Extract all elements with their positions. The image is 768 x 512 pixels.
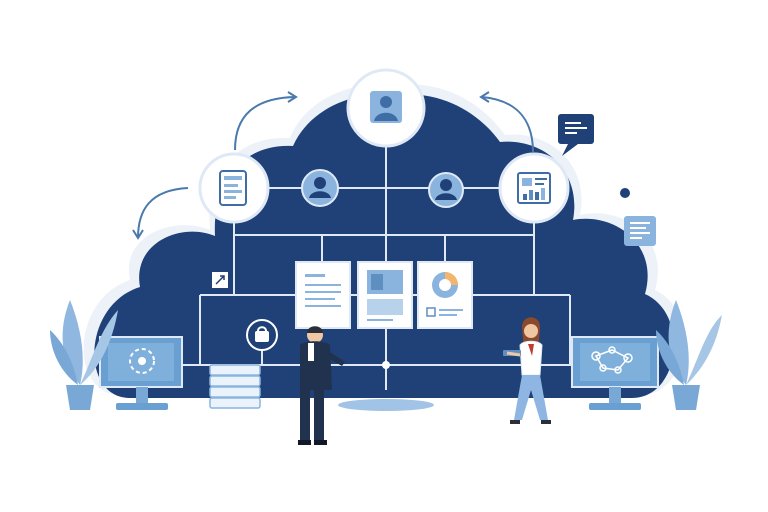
arrow-curve-top-right bbox=[481, 96, 534, 153]
plant-left bbox=[50, 300, 118, 410]
user-avatar-icon bbox=[370, 91, 402, 123]
avatar-left bbox=[301, 169, 339, 207]
dot-icon bbox=[620, 188, 630, 198]
arrow-head bbox=[287, 91, 298, 103]
node-analytics bbox=[498, 152, 570, 224]
lock-circle-icon bbox=[246, 319, 278, 351]
arrows bbox=[132, 91, 534, 240]
chat-bubble-icon bbox=[558, 114, 594, 156]
database-stack bbox=[209, 364, 261, 409]
arrow-curve-top-left bbox=[234, 96, 296, 151]
avatar-right bbox=[428, 172, 464, 208]
arrow-curve-left bbox=[137, 187, 189, 239]
arrow-head bbox=[479, 91, 490, 103]
node-user-profile bbox=[346, 68, 426, 148]
plant-right bbox=[656, 300, 722, 410]
monitor-left bbox=[99, 336, 183, 410]
node-tablet bbox=[198, 152, 270, 224]
arrow-head bbox=[132, 229, 144, 240]
monitor-right bbox=[571, 336, 659, 410]
chart-dashboard-icon bbox=[517, 172, 551, 204]
pie-chart-icon bbox=[417, 261, 473, 329]
document-text-icon bbox=[295, 261, 351, 329]
woman-with-tablet-icon bbox=[503, 317, 551, 424]
businessman-icon bbox=[298, 326, 345, 445]
tablet-icon bbox=[219, 170, 247, 206]
expand-icon bbox=[212, 272, 228, 288]
mini-chart-icon bbox=[624, 216, 656, 246]
platform bbox=[338, 399, 434, 411]
document-image-icon bbox=[357, 261, 413, 329]
network-junction bbox=[382, 361, 390, 369]
